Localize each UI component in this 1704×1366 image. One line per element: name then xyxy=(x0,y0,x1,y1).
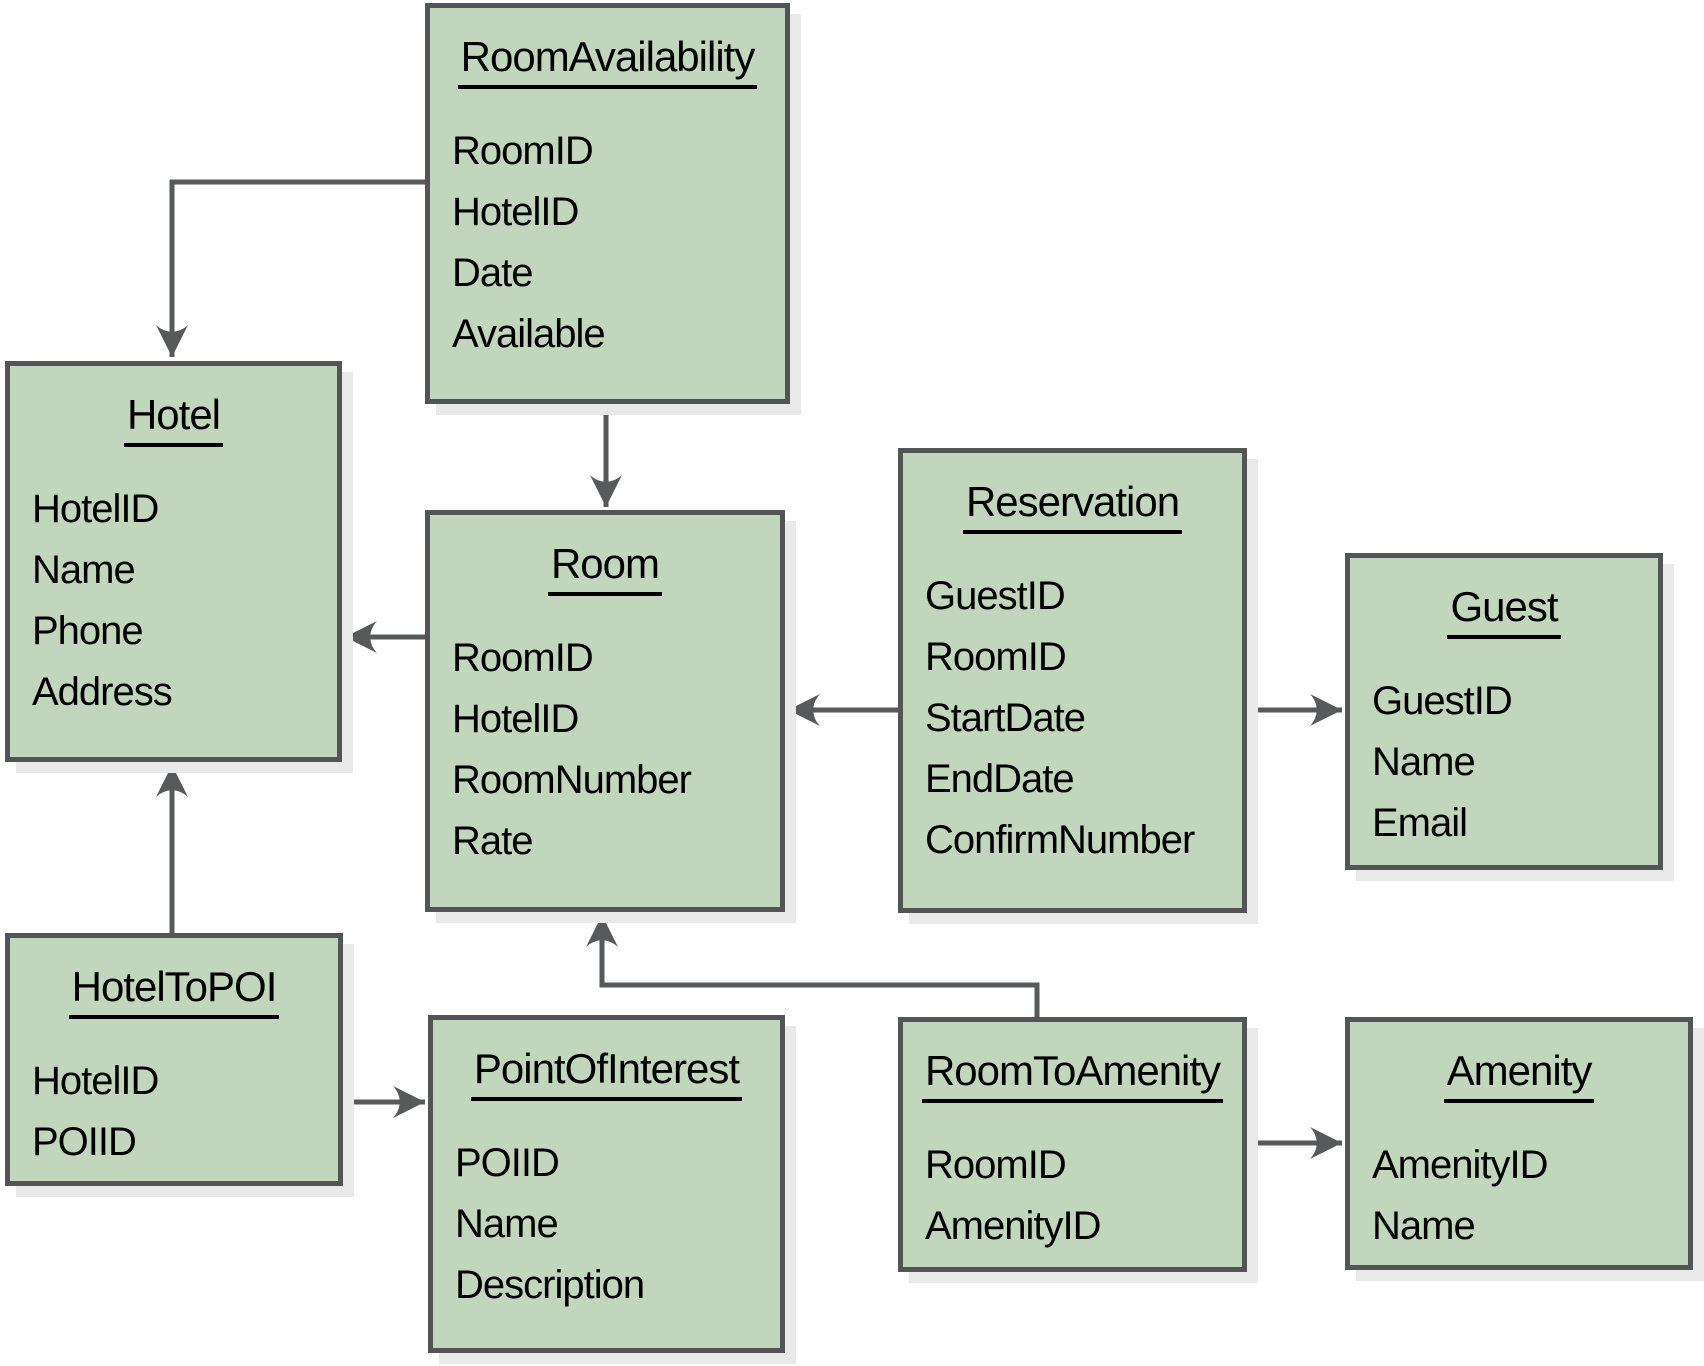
entity-title: HotelToPOI xyxy=(10,964,338,1019)
field-label: HotelID xyxy=(32,487,159,531)
field-label: POIID xyxy=(455,1141,560,1185)
entity-title: Hotel xyxy=(10,392,337,447)
field-list: HotelID POIID xyxy=(10,1051,338,1173)
field-list: AmenityID Name xyxy=(1350,1135,1688,1257)
field-label: Name xyxy=(1372,740,1476,784)
entity-amenity: Amenity AmenityID Name xyxy=(1345,1017,1693,1270)
arrow-roomtoamenity-to-room xyxy=(586,915,1040,1017)
field-label: Phone xyxy=(32,609,144,653)
field-label: Description xyxy=(455,1263,645,1307)
field-label: Available xyxy=(452,312,606,356)
field-label: RoomNumber xyxy=(452,758,692,802)
entity-title: RoomToAmenity xyxy=(903,1048,1242,1103)
field-label: Name xyxy=(455,1202,559,1246)
field-label: Name xyxy=(1372,1204,1476,1248)
field-label: Date xyxy=(452,251,534,295)
arrow-roomavailability-to-hotel xyxy=(156,179,425,357)
field-label: EndDate xyxy=(925,757,1075,801)
entity-title: RoomAvailability xyxy=(430,34,785,89)
field-label: GuestID xyxy=(1372,679,1513,723)
entity-title: PointOfInterest xyxy=(433,1046,780,1101)
field-label: StartDate xyxy=(925,696,1086,740)
field-label: HotelID xyxy=(32,1059,159,1103)
entity-title: Room xyxy=(430,541,780,596)
field-label: AmenityID xyxy=(925,1204,1102,1248)
entity-title: Amenity xyxy=(1350,1048,1688,1103)
field-label: Address xyxy=(32,670,173,714)
field-label: GuestID xyxy=(925,574,1066,618)
field-label: RoomID xyxy=(452,636,594,680)
field-label: RoomID xyxy=(925,1143,1067,1187)
field-label: Email xyxy=(1372,801,1468,845)
field-label: HotelID xyxy=(452,190,579,234)
field-label: ConfirmNumber xyxy=(925,818,1195,862)
field-label: Name xyxy=(32,548,136,592)
entity-roomtoamenity: RoomToAmenity RoomID AmenityID xyxy=(898,1017,1247,1272)
entity-title: Reservation xyxy=(903,479,1242,534)
field-label: HotelID xyxy=(452,697,579,741)
field-label: POIID xyxy=(32,1120,137,1164)
field-list: RoomID AmenityID xyxy=(903,1135,1242,1257)
entity-title: Guest xyxy=(1350,584,1658,639)
entity-hoteltopoi: HotelToPOI HotelID POIID xyxy=(5,933,343,1186)
field-label: RoomID xyxy=(925,635,1067,679)
field-label: Rate xyxy=(452,819,534,863)
field-label: RoomID xyxy=(452,129,594,173)
field-label: AmenityID xyxy=(1372,1143,1549,1187)
